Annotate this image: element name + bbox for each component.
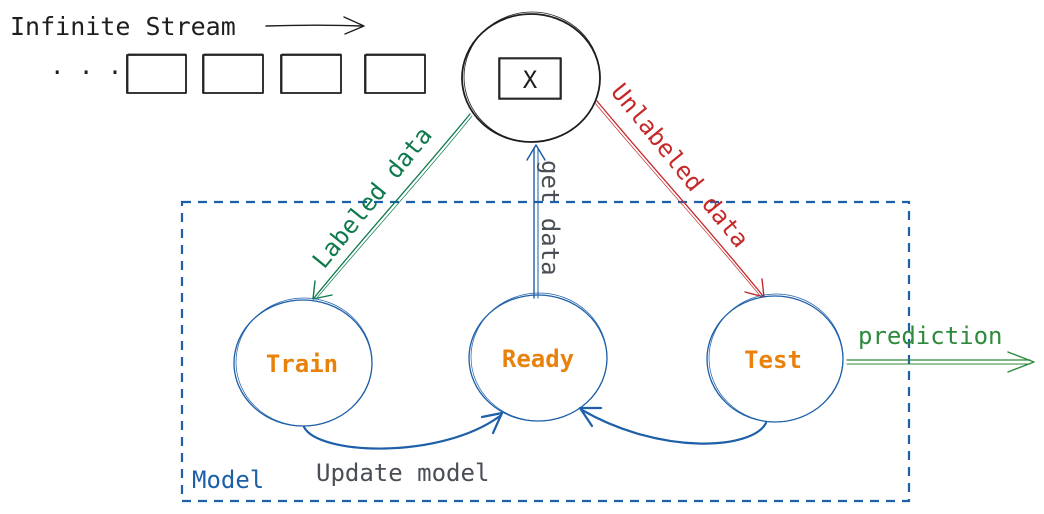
stream-item (126, 54, 187, 94)
train-state-label: Train (266, 350, 338, 378)
ready-state: Ready (468, 292, 608, 422)
unlabeled-data-label: Unlabeled data (605, 78, 754, 253)
labeled-data-arrow (312, 113, 473, 300)
get-data-label: get data (536, 160, 564, 276)
stream-arrow (265, 16, 365, 35)
sample-label: X (523, 66, 538, 94)
unlabeled-data-arrow (594, 100, 765, 298)
stream-items (126, 53, 426, 94)
stream-ellipsis: . . . (50, 52, 122, 80)
sample-node: X (461, 11, 601, 143)
model-group-label: Model (192, 466, 264, 494)
test-to-ready-arrow (578, 406, 768, 445)
stream-item (280, 54, 342, 94)
test-state: Test (706, 293, 844, 423)
test-state-label: Test (744, 346, 802, 374)
get-data-arrow (526, 144, 546, 299)
stream-item (202, 54, 264, 94)
stream-item (364, 54, 426, 94)
stream-title: Infinite Stream (10, 12, 236, 41)
prediction-arrow (846, 351, 1035, 373)
labeled-data-label: Labeled data (307, 121, 438, 273)
ready-state-label: Ready (502, 345, 574, 373)
update-model-label: Update model (316, 459, 489, 487)
prediction-label: prediction (858, 322, 1003, 350)
train-state: Train (233, 297, 373, 427)
update-model-arrow (302, 411, 504, 450)
